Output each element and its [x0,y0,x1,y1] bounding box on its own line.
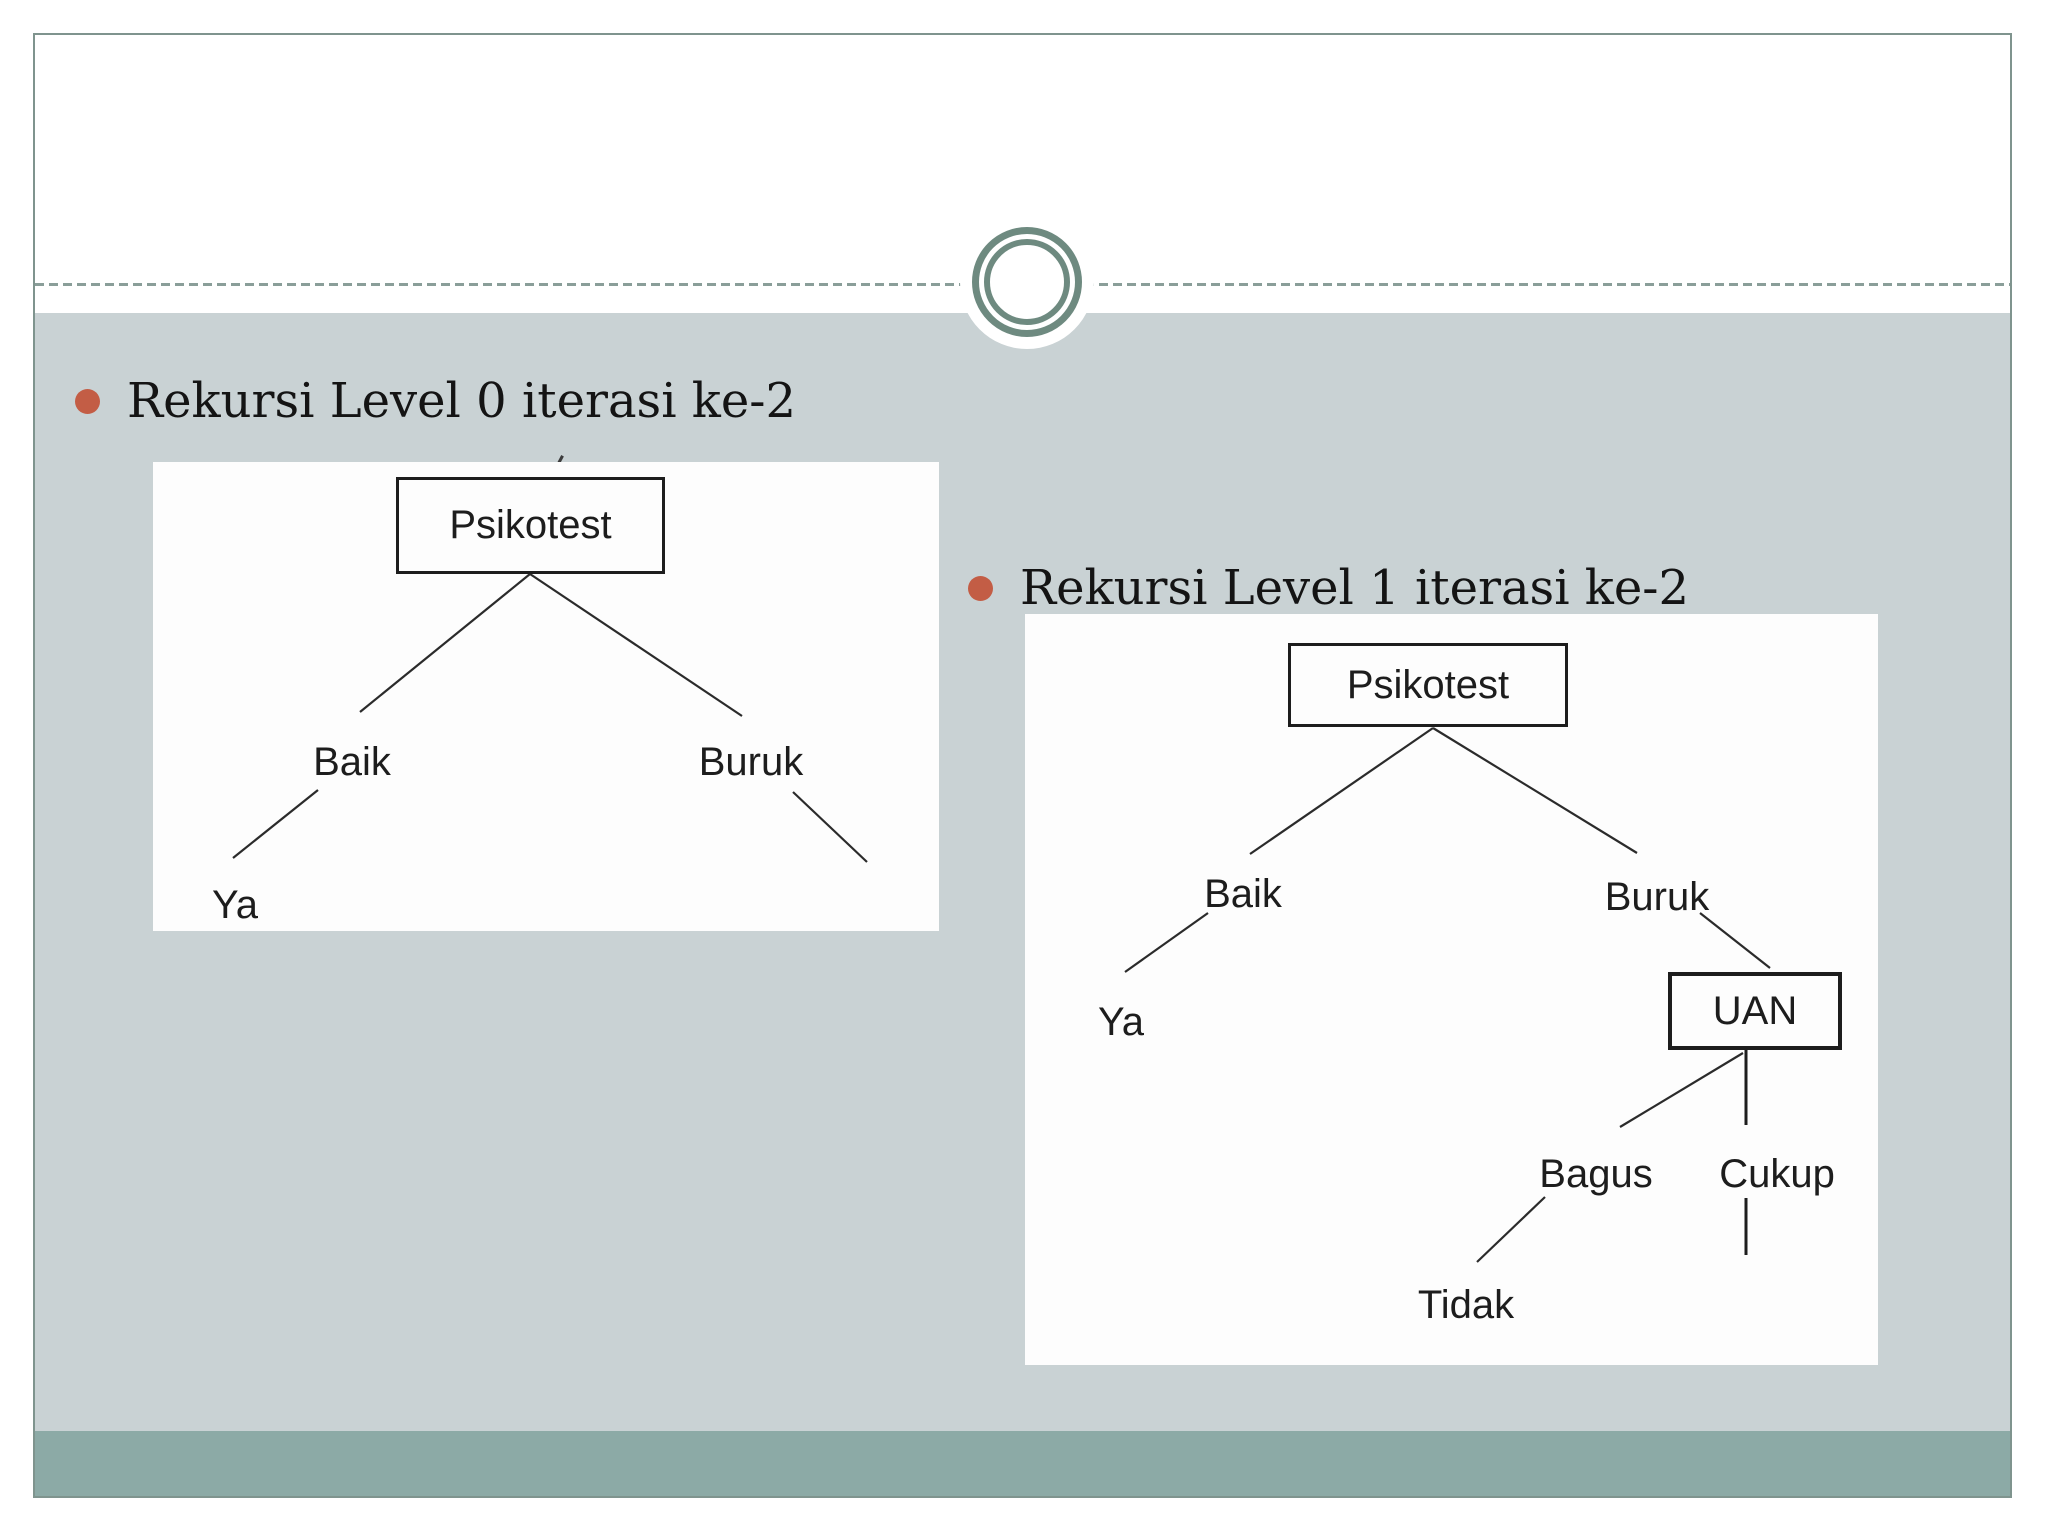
tree1-edge-uan-bagus [1619,1052,1744,1128]
circle-ornament-inner-ring [984,239,1070,325]
bullet-text-level0: Rekursi Level 0 iterasi ke-2 [127,373,797,429]
bullet-item-level1: Rekursi Level 1 iterasi ke-2 [968,558,1689,618]
tree1-uan-node: UAN [1668,972,1842,1050]
tree0-buruk-label: Buruk [698,740,804,784]
tree0-root-node: Psikotest [396,477,665,574]
tree0-edge-baik-ya [232,789,319,859]
tree1-baik-label: Baik [1204,872,1282,916]
slide: Rekursi Level 0 iterasi ke-2 Rekursi Lev… [33,33,2012,1498]
circle-ornament-outer-ring [972,227,1082,337]
tree1-edge-root-baik [1249,727,1434,855]
tree0-edge-root-buruk [529,573,743,717]
tree1-cukup-label: Cukup [1719,1152,1835,1196]
diagram-panel-level0: Psikotest Baik Buruk Ya [153,462,939,931]
tree1-edge-root-buruk [1432,727,1638,854]
tree1-buruk-label: Buruk [1604,875,1710,919]
diagram-panel-level1: Psikotest Baik Buruk Ya UAN Bagus Cukup … [1025,614,1878,1365]
bullet-item-level0: Rekursi Level 0 iterasi ke-2 [75,371,796,431]
tree0-ya-label: Ya [212,883,258,927]
bullet-text-level1: Rekursi Level 1 iterasi ke-2 [1020,560,1690,616]
tree0-edges [232,573,868,863]
tree1-edge-buruk-uan [1699,912,1771,969]
bullet-dot [75,388,100,414]
footer-bar [35,1431,2010,1496]
tree0-edge-root-baik [359,573,531,713]
bullet-dot [968,575,993,601]
tree1-edge-bagus-tidak [1476,1196,1546,1263]
tree1-edges [1124,727,1771,1263]
tree1-root-node: Psikotest [1288,643,1568,727]
tree0-edge-buruk-down [792,791,868,863]
tree1-tidak-label: Tidak [1417,1283,1515,1327]
tree1-edge-baik-ya [1124,912,1209,973]
tree1-ya-label: Ya [1098,1000,1144,1044]
tree1-bagus-label: Bagus [1539,1152,1653,1196]
tree0-baik-label: Baik [313,740,391,784]
